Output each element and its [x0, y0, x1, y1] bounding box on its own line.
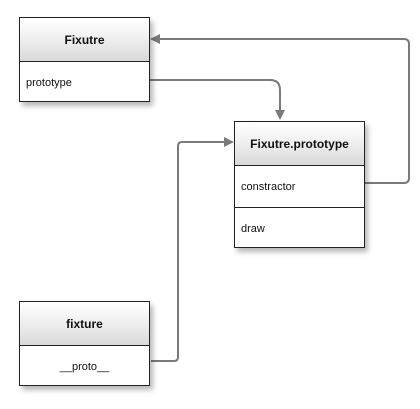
fixture-instance-title: fixture — [20, 302, 149, 346]
fixutre-class-box[interactable]: Fixutre prototype — [19, 17, 150, 102]
constractor-field: constractor — [235, 166, 364, 208]
edge-constractor-to-fixutre — [150, 34, 410, 184]
edge-prototype-to-fixutre-prototype — [150, 79, 285, 120]
fixutre-prototype-field: prototype — [26, 77, 72, 89]
fixture-instance-box[interactable]: fixture __proto__ — [19, 301, 150, 386]
proto-field: __proto__ — [59, 361, 110, 373]
fixutre-prototype-object-title: Fixutre.prototype — [235, 122, 364, 166]
fixutre-class-title: Fixutre — [20, 18, 149, 62]
draw-field: draw — [241, 223, 265, 235]
fixutre-prototype-object-box[interactable]: Fixutre.prototype constractor draw — [234, 121, 365, 248]
edge-proto-to-fixutre-prototype — [151, 137, 234, 362]
